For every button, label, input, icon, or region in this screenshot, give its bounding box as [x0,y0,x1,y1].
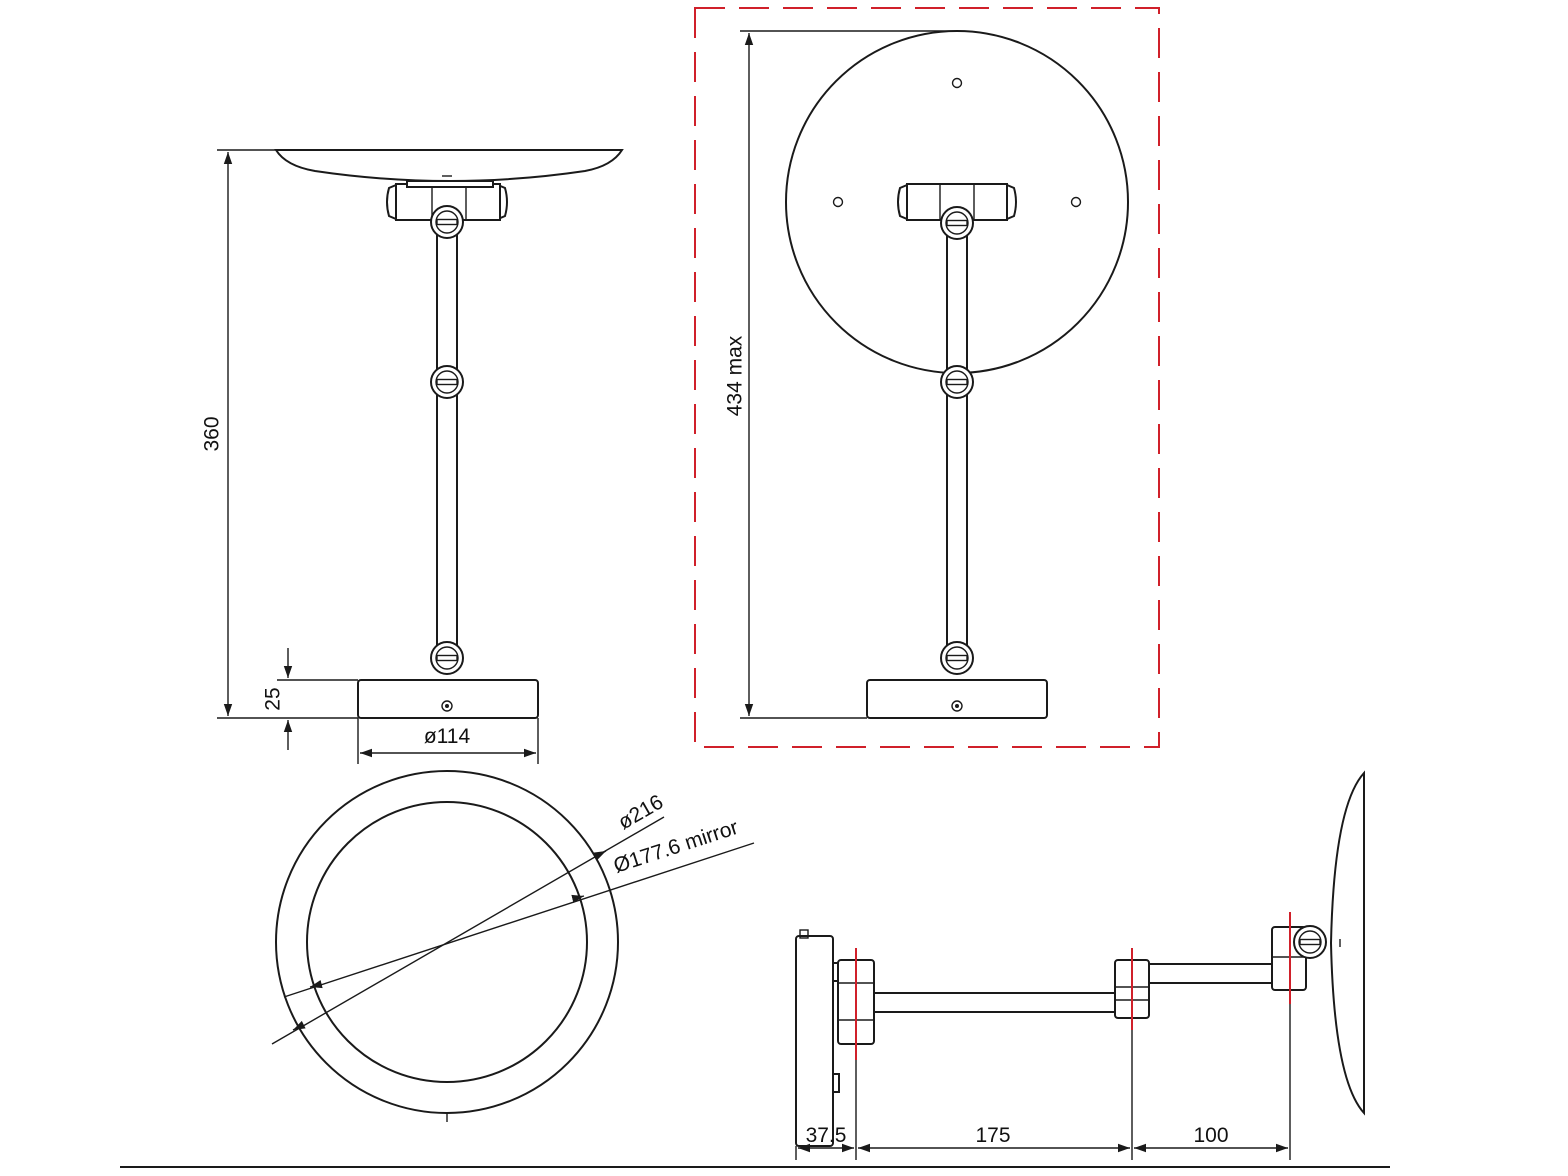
arm-segment-2 [1148,963,1274,984]
mirror-profile [1329,770,1365,1116]
side-view-arm [436,227,458,659]
clearance-envelope [694,7,1160,748]
dim-arm-2: 100 [1193,1124,1228,1147]
front-view-knob-top [940,206,974,240]
side-view-knob-bottom [430,641,464,675]
side-view-knob-top [430,205,464,239]
front-view-base [866,679,1048,719]
dim-max-height: 434 max [724,335,747,416]
wall-plate [795,935,834,1147]
side-view: 360 25 ø114 [201,149,624,764]
plan-view: ø216 Ø177.6 mirror [271,770,755,1122]
dim-base-diameter: ø114 [424,725,471,748]
side-view-base [357,679,539,719]
front-view-arm [946,229,968,661]
side-view-knob-mid [430,365,464,399]
front-view-knob-mid [940,365,974,399]
mirror-knob [1293,925,1327,959]
front-view-knob-bottom [940,641,974,675]
side-view-hinge [386,180,508,221]
plan-view-mirror-glass [306,801,588,1083]
arm-segment-1 [873,992,1116,1013]
dim-arm-1: 175 [975,1124,1010,1147]
arm-top-view: 37.5 175 100 [795,770,1365,1160]
dim-wall-offset: 37.5 [806,1124,847,1147]
dim-outer-diameter: ø216 [614,790,667,834]
dim-height-side: 360 [201,416,224,451]
dim-base-height: 25 [262,687,285,710]
front-view: 434 max [694,7,1160,748]
